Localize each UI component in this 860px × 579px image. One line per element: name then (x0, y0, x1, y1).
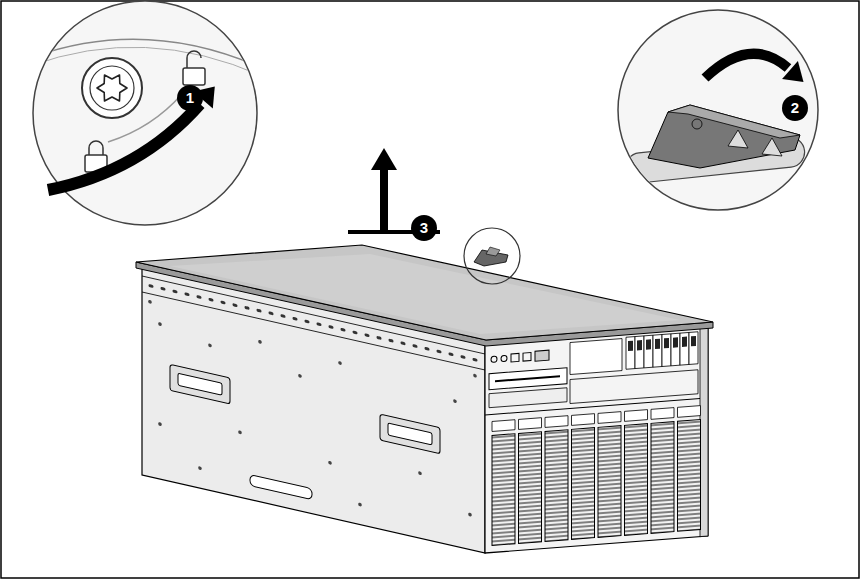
lock-detail (30, 1, 262, 225)
chassis-front (485, 326, 708, 553)
access-panel (136, 228, 713, 346)
callout-number: 3 (411, 215, 437, 241)
callout-number: 2 (782, 95, 808, 121)
callout-number: 1 (177, 85, 203, 111)
latch-detail (618, 10, 818, 210)
